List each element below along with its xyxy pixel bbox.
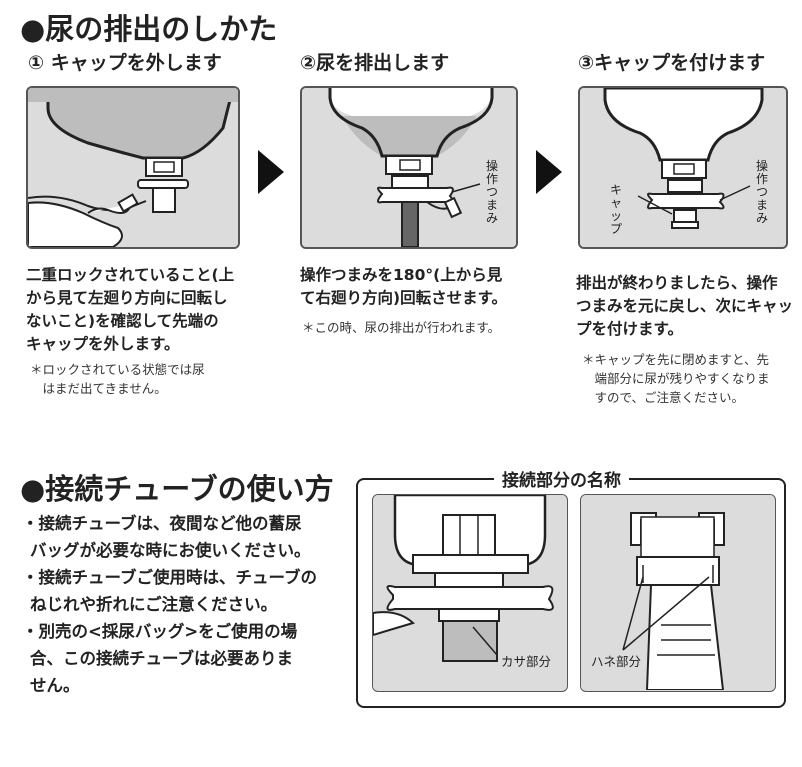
bullet-line: 合、この接続チューブは必要ありま bbox=[30, 649, 294, 668]
step3-illustration: キャップ 操作つまみ bbox=[578, 86, 788, 249]
step2-title: ②尿を排出します bbox=[300, 52, 450, 74]
step1-body-line: ないこと)を確認して先端の bbox=[26, 312, 219, 330]
bullet-line: ・接続チューブご使用時は、チューブの bbox=[22, 568, 318, 587]
step3-knob-label: 操作つまみ bbox=[756, 159, 769, 225]
step3-body-line: 排出が終わりましたら、操作 bbox=[576, 274, 778, 292]
hane-detail-panel: ハネ部分 bbox=[580, 494, 776, 692]
step1-body-line: キャップを外します。 bbox=[26, 335, 180, 353]
bullet-line: ねじれや折れにご注意ください。 bbox=[30, 595, 278, 614]
step1-body-line: から見て左廻り方向に回転し bbox=[26, 289, 228, 307]
step3-note-line: すので、ご注意ください。 bbox=[582, 390, 745, 405]
kasa-detail-panel: カサ部分 bbox=[372, 494, 568, 692]
step3-note-line: ＊キャップを先に閉めますと、先 bbox=[582, 352, 770, 367]
hane-label: ハネ部分 bbox=[591, 654, 642, 669]
section2-title: ●接続チューブの使い方 bbox=[20, 472, 334, 506]
bullet-line: せん。 bbox=[30, 676, 80, 695]
step2-illustration: 操作つまみ bbox=[300, 86, 518, 249]
step2-knob-label: 操作つまみ bbox=[486, 159, 499, 225]
next-arrow-2 bbox=[536, 150, 562, 194]
step3-note-line: 端部分に尿が残りやすくなりま bbox=[582, 371, 770, 386]
parts-legend: 接続部分の名称 bbox=[494, 466, 629, 491]
step1-title: ① キャップを外します bbox=[28, 52, 222, 74]
parts-legend-text: 接続部分の名称 bbox=[502, 471, 621, 491]
bullet-line: ・別売の<採尿バッグ>をご使用の場 bbox=[22, 622, 298, 641]
step3-title: ③キャップを付けます bbox=[578, 52, 766, 74]
step3-body: 排出が終わりましたら、操作 つまみを元に戻し、次にキャッ プを付けます。 bbox=[576, 272, 798, 341]
step2-body-line: て右廻り方向)回転させます。 bbox=[300, 289, 508, 307]
bullet-line: ・接続チューブは、夜間など他の蓄尿 bbox=[22, 514, 302, 533]
step3-body-line: プを付けます。 bbox=[576, 320, 683, 338]
step1-illustration bbox=[26, 86, 240, 249]
next-arrow-1 bbox=[258, 150, 284, 194]
step2-body: 操作つまみを180°(上から見 て右廻り方向)回転させます。 bbox=[300, 264, 540, 310]
step3-cap-label: キャップ bbox=[610, 183, 623, 236]
step1-note-line: ＊ロックされている状態では尿 bbox=[30, 362, 205, 377]
bullet-line: バッグが必要な時にお使いください。 bbox=[30, 541, 311, 560]
step2-note: ＊この時、尿の排出が行われます。 bbox=[302, 318, 542, 337]
step1-body-line: 二重ロックされていること(上 bbox=[26, 266, 235, 284]
step3-body-line: つまみを元に戻し、次にキャッ bbox=[576, 297, 794, 315]
step2-note-line: ＊この時、尿の排出が行われます。 bbox=[302, 320, 501, 335]
step1-note: ＊ロックされている状態では尿 はまだ出てきません。 bbox=[30, 360, 270, 398]
section1-title: ●尿の排出のしかた bbox=[20, 12, 278, 46]
step1-body: 二重ロックされていること(上 から見て左廻り方向に回転し ないこと)を確認して先… bbox=[26, 264, 266, 356]
step1-note-line: はまだ出てきません。 bbox=[30, 381, 167, 396]
step3-note: ＊キャップを先に閉めますと、先 端部分に尿が残りやすくなりま すので、ご注意くだ… bbox=[582, 350, 798, 407]
section2-bullets: ・接続チューブは、夜間など他の蓄尿 バッグが必要な時にお使いください。 ・接続チ… bbox=[22, 510, 352, 699]
step2-body-line: 操作つまみを180°(上から見 bbox=[300, 266, 503, 284]
kasa-label: カサ部分 bbox=[501, 654, 552, 669]
